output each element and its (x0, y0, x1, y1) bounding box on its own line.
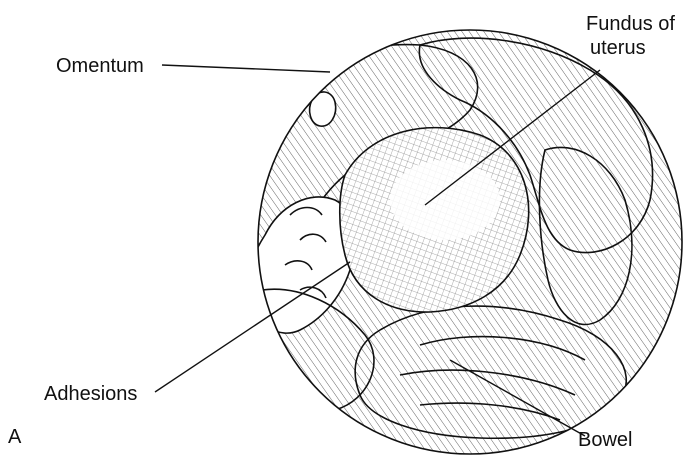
scope-field (236, 30, 682, 454)
omentum-leader (162, 65, 330, 72)
bowel-label: Bowel (578, 429, 632, 451)
panel-letter: A (8, 426, 22, 448)
omentum-label: Omentum (56, 55, 144, 77)
fundus-label-line1: Fundus of (586, 13, 675, 35)
adhesions-label: Adhesions (44, 383, 137, 405)
uterus-fundus (340, 128, 529, 312)
fundus-label-line2: uterus (590, 37, 646, 59)
omentum-lobe (310, 92, 336, 126)
